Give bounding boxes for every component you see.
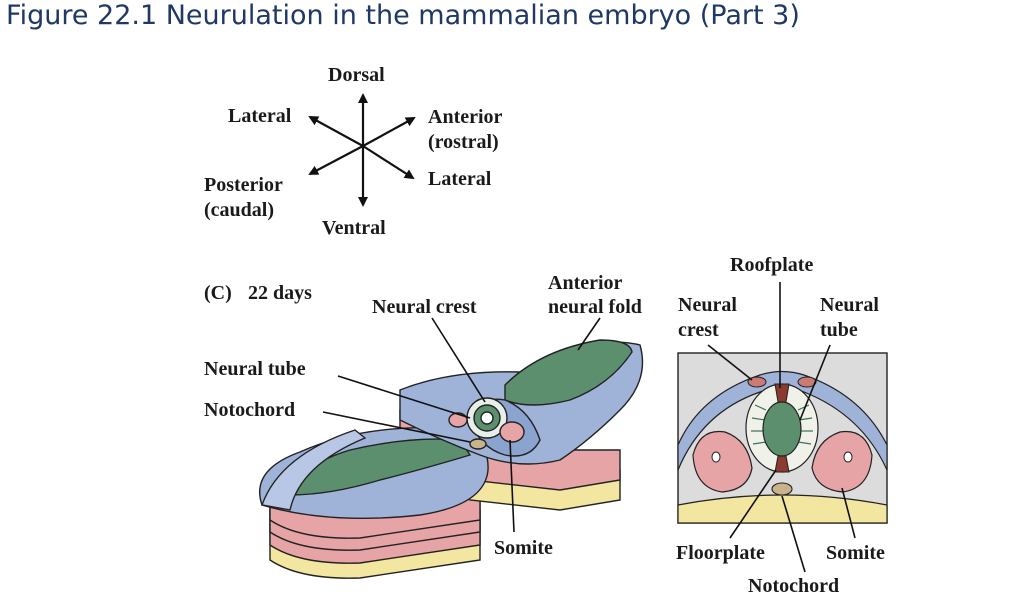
panel-age: 22 days <box>248 282 312 304</box>
embryo-anterior-neural-fold-line2: neural fold <box>548 296 642 318</box>
posterior-arrow <box>308 145 364 175</box>
section-floorplate <box>774 455 790 473</box>
embryo-somite-label: Somite <box>494 537 553 559</box>
embryo-illustration <box>258 339 644 579</box>
ventral-label: Ventral <box>322 217 386 239</box>
section-leaders <box>707 282 856 573</box>
orientation-compass: Dorsal Ventral Lateral Lateral Anterior … <box>204 64 503 239</box>
embryo-anterior-neural-fold-line1: Anterior <box>548 272 623 294</box>
section-roofplate <box>774 383 790 403</box>
section-roofplate-label: Roofplate <box>730 254 813 276</box>
section-neural-crest-line2: crest <box>678 319 719 341</box>
lateral-right-label: Lateral <box>428 168 492 190</box>
section-neural-tube-line1: Neural <box>820 294 879 316</box>
section-notochord <box>771 482 793 496</box>
notochord-section <box>469 438 487 450</box>
embryo-notochord-label: Notochord <box>204 399 295 421</box>
section-neural-canal <box>762 401 802 457</box>
lateral-left-label: Lateral <box>228 105 292 127</box>
section-notochord-label: Notochord <box>748 575 839 597</box>
dorsal-label: Dorsal <box>328 64 385 86</box>
posterior-label-line2: (caudal) <box>204 199 274 221</box>
section-floorplate-label: Floorplate <box>676 542 765 564</box>
page-title: Figure 22.1 Neurulation in the mammalian… <box>6 0 800 31</box>
section-ectoderm <box>677 370 888 471</box>
section-neural-crest-line1: Neural <box>678 294 737 316</box>
anterior-arrow <box>362 117 416 147</box>
section-somite-right <box>811 430 873 493</box>
anterior-neural-plate <box>504 339 633 406</box>
somite-section <box>499 421 525 443</box>
anterior-label-line1: Anterior <box>428 106 503 128</box>
embryo-leaders <box>322 317 601 533</box>
cross-section <box>677 352 888 524</box>
section-somite-left <box>692 430 753 493</box>
section-neural-crest-left <box>747 376 767 388</box>
lateral-right-arrow <box>362 145 415 180</box>
section-neural-tube-line2: tube <box>820 319 858 341</box>
embryo-neural-crest-label: Neural crest <box>372 296 477 318</box>
panel-letter: (C) <box>204 282 232 304</box>
lateral-left-arrow <box>308 116 364 147</box>
posterior-label-line1: Posterior <box>204 174 283 196</box>
section-endoderm <box>677 494 888 524</box>
embryo-neural-tube-label: Neural tube <box>204 358 306 380</box>
anterior-label-line2: (rostral) <box>428 131 499 153</box>
section-somite-label: Somite <box>826 542 885 564</box>
